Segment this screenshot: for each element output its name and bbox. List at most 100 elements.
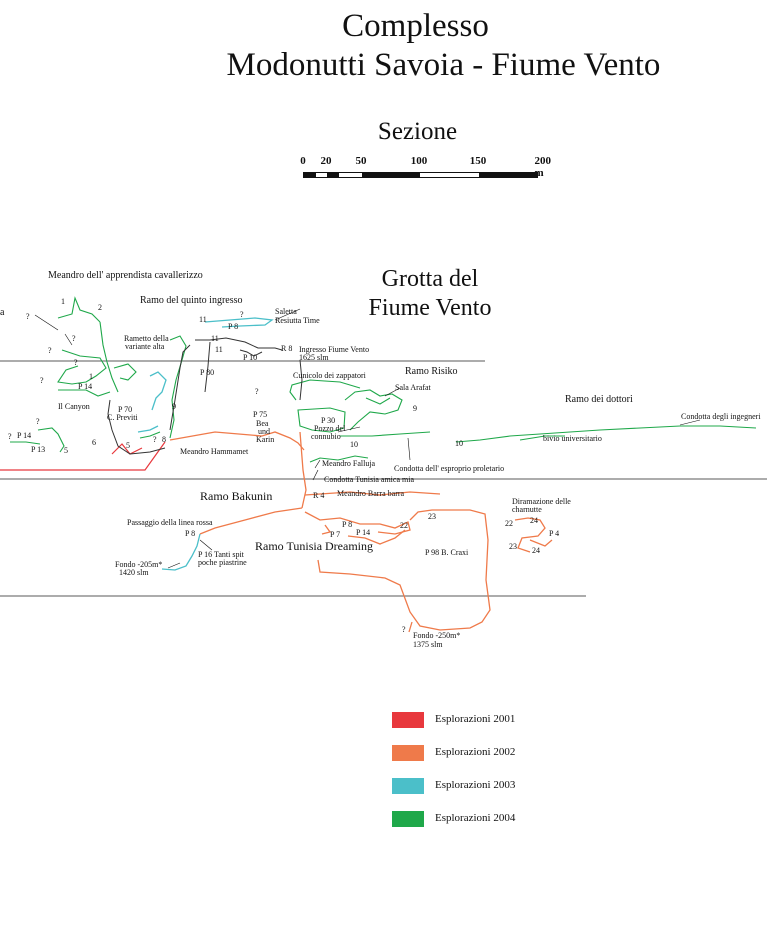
label-number-1b: 1	[89, 372, 93, 381]
passages-2004	[10, 296, 757, 463]
label-p14-tunisia: P 14	[356, 528, 371, 537]
passage-resiutta-time	[204, 317, 274, 328]
scale-segment	[362, 173, 420, 177]
cave-title-line1: Grotta del	[381, 266, 479, 292]
label-p14-left: P 14	[17, 431, 32, 440]
label-diramazione-2: charnutte	[512, 505, 542, 514]
scale-segment	[327, 173, 339, 177]
passage-c-previti	[113, 363, 137, 381]
label-number-5a: 5	[126, 441, 130, 450]
passage-2001-main	[0, 441, 166, 471]
label-23a: 23	[428, 512, 436, 521]
map-title-line1: Complesso	[342, 8, 489, 44]
scale-tick-150: 150	[469, 155, 487, 167]
passage-p13	[37, 427, 65, 453]
label-karin: Karin	[256, 435, 275, 444]
passage-quinto-ingresso	[195, 337, 283, 351]
label-fondo-250-1: Fondo -250m*	[413, 631, 461, 640]
passage-ingresso-shaft	[299, 359, 303, 401]
label-ramo-bakunin: Ramo Bakunin	[200, 489, 273, 503]
label-diramazione-1: Diramazione delle	[512, 497, 571, 506]
label-rametto-2: variante alta	[125, 342, 165, 351]
cave-title: Grotta del Fiume Vento	[355, 265, 505, 323]
passage-bivio	[519, 435, 565, 441]
label-meandro-hammamet: Meandro Hammamet	[180, 447, 249, 456]
scale-segment	[304, 173, 316, 177]
passage-canyon-loop	[57, 349, 107, 385]
legend-label-2001: Esplorazioni 2001	[435, 713, 516, 725]
passages-old	[107, 337, 303, 455]
unknown-continuation-marker: ?	[40, 376, 44, 385]
label-p8-top: P 8	[228, 322, 239, 331]
unknown-continuation-marker: ?	[402, 625, 406, 634]
scale-tick-20: 20	[320, 155, 332, 167]
label-fondo-250-2: 1375 slm	[413, 640, 443, 649]
label-p4: P 4	[549, 529, 560, 538]
label-a: a	[0, 307, 5, 318]
legend-label-2004: Esplorazioni 2004	[435, 812, 516, 824]
unknown-continuation-marker: ?	[153, 435, 157, 444]
unknown-continuation-marker: ?	[255, 387, 259, 396]
passage-zappatori	[289, 379, 361, 401]
label-condotta-esproprio: Condotta dell' esproprio proletario	[394, 464, 505, 473]
passage-linea-rossa	[161, 533, 201, 571]
label-meandro-falluja: Meandro Falluja	[322, 459, 376, 468]
label-number-11a: 11	[199, 315, 207, 324]
passages-2003	[137, 317, 274, 571]
label-number-10a: 10	[350, 440, 358, 449]
label-24b: 24	[532, 546, 540, 555]
passage-p70	[169, 335, 187, 439]
scale-tick-0: 0	[300, 155, 306, 167]
passage-p80	[169, 344, 191, 431]
legend-swatch-2002	[392, 745, 424, 761]
label-number-11b: 11	[211, 334, 219, 343]
label-fondo-205-1: Fondo -205m*	[115, 560, 163, 569]
legend-item-2002: Esplorazioni 2002	[392, 743, 652, 765]
label-number-5b: 5	[64, 446, 68, 455]
passage-2003-small	[137, 425, 159, 433]
map-title-line2: Modonutti Savoia - Fiume Vento	[226, 47, 661, 83]
legend-swatch-2001	[392, 712, 424, 728]
passage-p4	[529, 539, 553, 547]
label-ramo-dottori: Ramo dei dottori	[565, 394, 633, 405]
label-fondo-205-2: 1420 slm	[119, 568, 149, 577]
connector-lines	[34, 308, 701, 569]
passage-p10	[239, 349, 263, 357]
unknown-continuation-marker: ?	[72, 334, 76, 343]
label-meandro-barra: Meandro Barra barra	[337, 489, 405, 498]
label-p75: P 75	[253, 410, 268, 419]
label-p98: P 98 B. Craxi	[425, 548, 469, 557]
label-p8-tunisia: P 8	[342, 520, 353, 529]
label-resiutta-time: Resiutta Time	[275, 316, 320, 325]
label-22b: 22	[505, 519, 513, 528]
scale-bar-track	[303, 172, 538, 178]
legend-swatch-2004	[392, 811, 424, 827]
passage-apprendista	[57, 296, 101, 323]
label-ramo-risiko: Ramo Risiko	[405, 366, 458, 377]
label-p80: P 80	[200, 368, 215, 377]
label-ingresso-2: 1625 slm	[299, 353, 329, 362]
label-number-9a: 9	[172, 402, 176, 411]
legend-label-2002: Esplorazioni 2002	[435, 746, 516, 758]
passage-esproprio	[340, 431, 431, 437]
passage-p14-left	[10, 441, 41, 445]
passage-sala-arafat	[365, 397, 391, 405]
passage-2001-small	[111, 443, 143, 455]
label-condotta-tunisia: Condotta Tunisia amica mia	[324, 475, 414, 484]
label-number-9b: 9	[413, 404, 417, 413]
passages-2002	[169, 431, 553, 633]
label-24a: 24	[530, 516, 538, 525]
legend-swatch-2003	[392, 778, 424, 794]
label-p13: P 13	[31, 445, 46, 454]
passage-rametto	[149, 371, 167, 411]
section-title: Sezione	[377, 118, 458, 145]
passages-2001	[0, 441, 166, 471]
scale-tick-200: 200 m	[534, 155, 552, 179]
label-number-11c: 11	[215, 345, 223, 354]
label-pozzo-2: connubio	[311, 432, 341, 441]
label-p16-1: P 16 Tanti spit	[198, 550, 244, 559]
passage-canyon	[58, 389, 111, 397]
label-number-8: 8	[162, 435, 166, 444]
label-sala-arafat: Sala Arafat	[395, 383, 431, 392]
unknown-continuation-marker: ?	[48, 346, 52, 355]
